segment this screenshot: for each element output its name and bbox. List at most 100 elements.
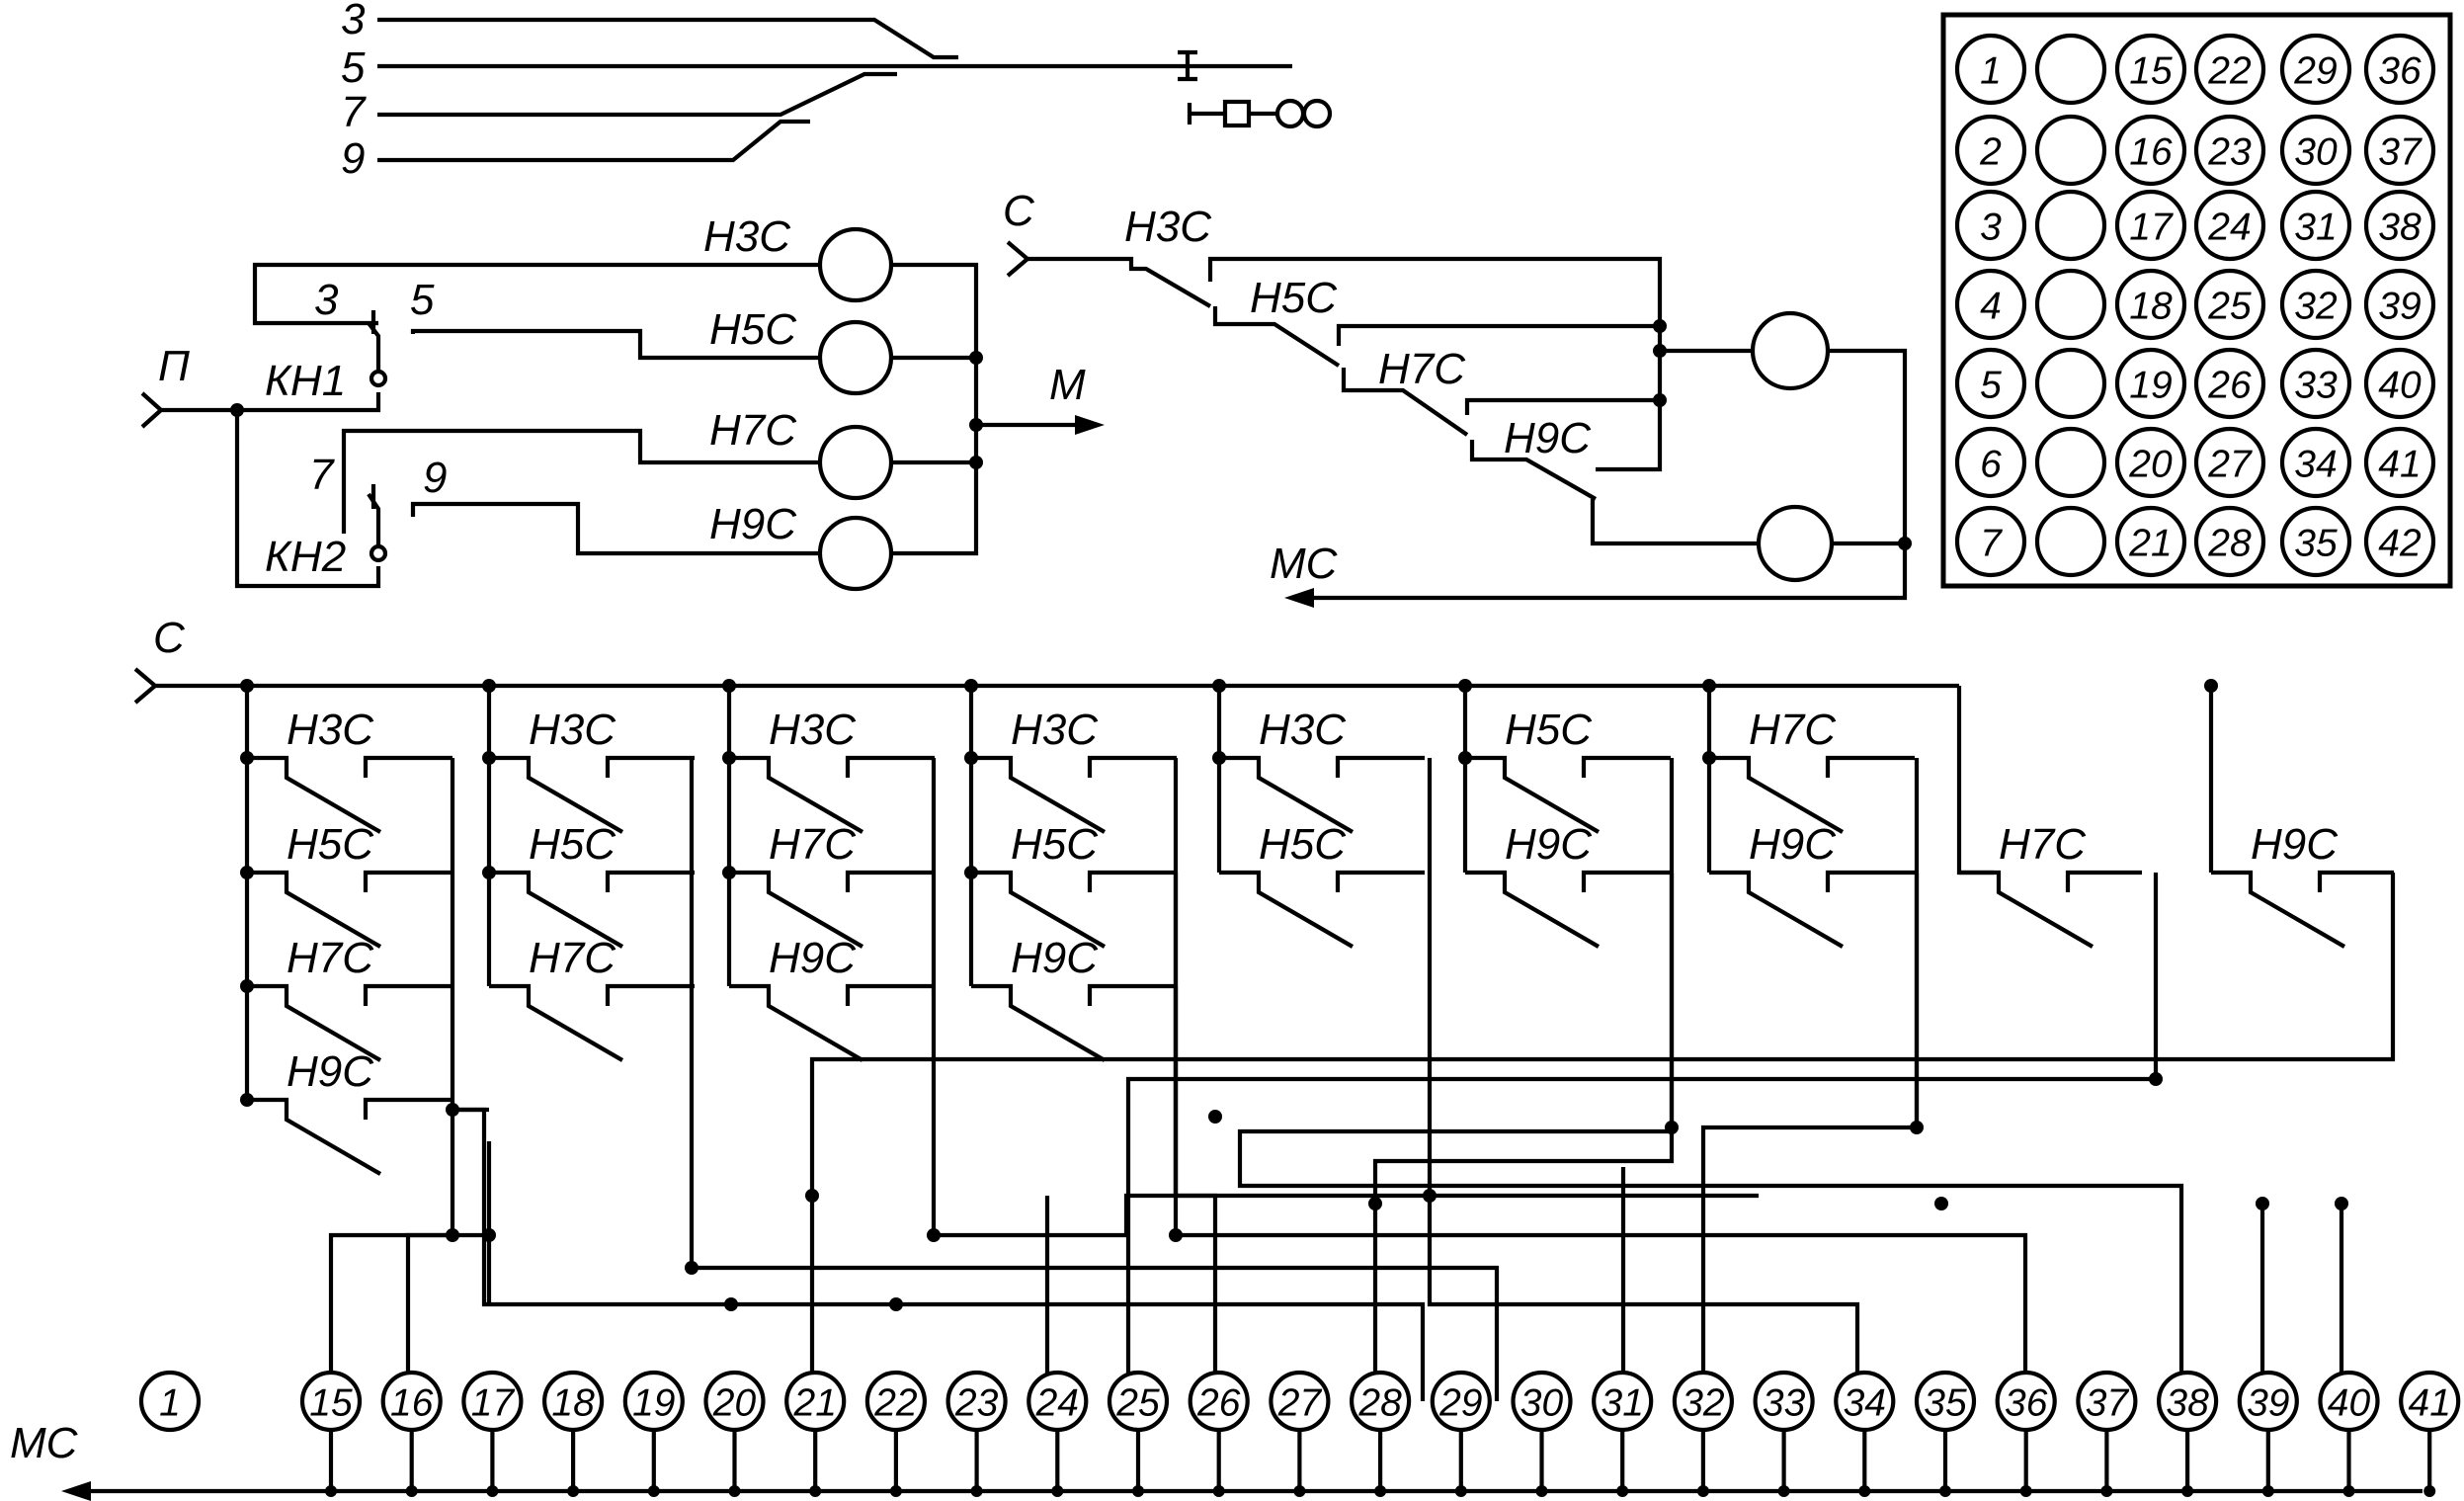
panel-lamp-number: 1: [1980, 50, 2002, 93]
matrix-output-label: МС: [10, 1419, 79, 1467]
input-terminal-icon: [140, 391, 165, 429]
panel-lamp: [2193, 426, 2266, 499]
kn1-label: КН1: [265, 357, 346, 405]
matrix-contact-label: Н3С: [529, 706, 616, 754]
matrix-contact-label: Н5С: [1011, 820, 1099, 869]
panel-lamp-number: 22: [2207, 50, 2252, 93]
insulated-joint-icon: [1178, 49, 1197, 82]
panel-lamp-number: 16: [2129, 131, 2173, 174]
matrix-lamp-number: 29: [1438, 1382, 1482, 1425]
matrix-input-label: С: [153, 614, 186, 662]
matrix-lamp-number: 27: [1277, 1382, 1323, 1425]
ladder-lower-lamp: [1756, 504, 1835, 583]
panel-lamp-number: 15: [2129, 50, 2173, 93]
matrix-lamp-number: 26: [1196, 1382, 1241, 1425]
panel-lamp-number: 7: [1980, 523, 2003, 565]
track-label-7: 7: [341, 88, 367, 136]
panel-lamp: [2193, 114, 2266, 187]
panel-lamp-number: 40: [2378, 365, 2422, 407]
panel-lamp-number: 39: [2378, 286, 2421, 328]
matrix-input-terminal-icon: [133, 667, 159, 705]
panel-lamp: [1954, 189, 2027, 262]
panel-lamp: [2279, 33, 2352, 106]
matrix-lamp: [138, 1370, 202, 1433]
panel-lamp-number: 27: [2207, 444, 2253, 486]
panel-lamp: [2034, 426, 2107, 499]
panel-lamp: [2279, 114, 2352, 187]
panel-lamp: [2193, 268, 2266, 341]
matrix-lamp-number: 28: [1357, 1382, 1402, 1425]
matrix-lamp-number: 41: [2409, 1382, 2451, 1425]
panel-lamp: [2114, 33, 2187, 106]
kn2-pos-b: 9: [423, 454, 447, 502]
panel-lamp: [2363, 426, 2436, 499]
matrix-lamp-number: 32: [1682, 1382, 1725, 1425]
matrix-lamp-number: 21: [793, 1382, 837, 1425]
panel-lamp: [2279, 347, 2352, 420]
matrix-contact-label: Н5С: [529, 820, 616, 869]
track-label-9: 9: [341, 134, 365, 183]
panel-lamp-number: 24: [2207, 207, 2251, 249]
matrix-contact-label: Н5С: [1505, 706, 1593, 754]
matrix-contact-label: Н9С: [1011, 934, 1099, 982]
switch-relay-circuit: П 3 5 КН1 7 9 КН2 Н3С Н5С Н7С Н9С: [140, 212, 1105, 592]
panel-lamp: [1954, 505, 2027, 578]
panel-lamp: [2279, 426, 2352, 499]
matrix-lamp-number: 30: [1520, 1382, 1564, 1425]
matrix-lamp-number: 20: [712, 1382, 757, 1425]
matrix-lamp-number: 16: [390, 1382, 434, 1425]
relay-n7s-label: Н7С: [709, 406, 797, 455]
panel-lamp: [2034, 505, 2107, 578]
matrix-lamp-number: 31: [1602, 1382, 1644, 1425]
matrix-column: Н3С Н5С Н7С: [482, 679, 695, 1062]
panel-lamp: [2034, 33, 2107, 106]
panel-lamp: [2114, 189, 2187, 262]
matrix-contact-label: Н7С: [769, 820, 857, 869]
panel-lamp-number: 42: [2378, 523, 2422, 565]
panel-lamp-number: 26: [2207, 365, 2252, 407]
panel-lamp: [1954, 268, 2027, 341]
panel-lamp-number: 5: [1980, 365, 2002, 407]
ladder-n7s-label: Н7С: [1378, 345, 1466, 393]
panel-lamp-number: 18: [2129, 286, 2173, 328]
panel-lamp: [1954, 33, 2027, 106]
single-contact-branch: [1956, 686, 1994, 876]
panel-lamp: [2034, 189, 2107, 262]
panel-lamp: [2114, 505, 2187, 578]
panel-lamp: [2363, 505, 2436, 578]
relay-n5s-label: Н5С: [709, 305, 797, 354]
matrix-lamp-number: 18: [551, 1382, 595, 1425]
panel-lamp-number: 25: [2207, 286, 2252, 328]
matrix-contact-label: Н7С: [529, 934, 616, 982]
panel-lamp: [2363, 114, 2436, 187]
panel-lamp: [2034, 268, 2107, 341]
panel-lamp-number: 36: [2378, 50, 2422, 93]
ladder-output-label: МС: [1270, 540, 1339, 588]
matrix-contact-label: Н3С: [1011, 706, 1099, 754]
panel-lamp: [1954, 114, 2027, 187]
panel-lamp: [2279, 505, 2352, 578]
panel-lamp: [2279, 189, 2352, 262]
matrix-contact-label: Н3С: [769, 706, 857, 754]
matrix-contact-label: Н7С: [1749, 706, 1837, 754]
panel-lamp-number: 2: [1979, 131, 2002, 174]
panel-lamp: [2363, 33, 2436, 106]
matrix-lamp-number: 40: [2328, 1382, 2371, 1425]
matrix-lamp-number: 37: [2086, 1382, 2130, 1425]
input-label: П: [158, 342, 190, 390]
panel-lamp-number: 33: [2294, 365, 2338, 407]
panel-lamp-number: 21: [2128, 523, 2172, 565]
relay-contact-matrix: С Н3СН5СН7СН9СН3СН5СН7СН3СН7СН9СН3СН5СН9…: [10, 614, 2461, 1501]
relay-n3s-coil: [817, 226, 894, 303]
panel-lamp-number: 35: [2294, 523, 2338, 565]
panel-lamp-number: 41: [2378, 444, 2421, 486]
matrix-contact-label: Н9С: [287, 1047, 374, 1096]
matrix-contact-label: Н7С: [287, 934, 374, 982]
matrix-contact-label: Н9С: [2251, 820, 2339, 869]
panel-lamp: [2193, 189, 2266, 262]
matrix-contact-label: Н7С: [1999, 820, 2087, 869]
